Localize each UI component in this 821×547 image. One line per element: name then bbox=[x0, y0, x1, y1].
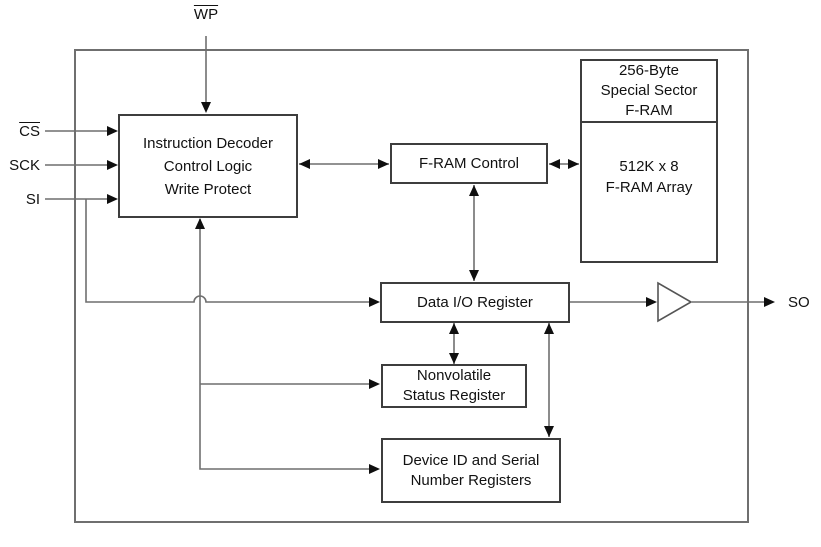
block-text-line: F-RAM Control bbox=[418, 154, 519, 172]
wire-segments bbox=[45, 36, 766, 470]
sck-pin-label: SCK bbox=[9, 157, 40, 174]
block-text-line: Device ID and Serial bbox=[402, 451, 540, 469]
fram-array-block: 512K x 8 F-RAM Array bbox=[582, 123, 716, 198]
output-buffer-icon bbox=[657, 281, 693, 323]
block-text-line: 256-Byte bbox=[618, 62, 680, 79]
instruction-decoder-block: Instruction Decoder Control Logic Write … bbox=[118, 114, 298, 218]
block-text-line: 512K x 8 bbox=[619, 158, 679, 175]
block-text-line: Number Registers bbox=[410, 471, 532, 489]
si-pin-label: SI bbox=[25, 191, 40, 208]
fram-control-block: F-RAM Control bbox=[390, 143, 548, 184]
block-text-line: Data I/O Register bbox=[417, 293, 533, 311]
block-text-line: Control Logic bbox=[163, 157, 253, 175]
block-text-line: Special Sector bbox=[600, 82, 698, 99]
block-text-line: Write Protect bbox=[164, 180, 252, 198]
cs-pin-label: CS bbox=[19, 123, 40, 140]
special-sector-fram-block: 256-Byte Special Sector F-RAM bbox=[582, 61, 716, 123]
fram-memory-block: 256-Byte Special Sector F-RAM 512K x 8 F… bbox=[580, 59, 718, 263]
block-text-line: Nonvolatile bbox=[416, 367, 492, 384]
block-text-line: Status Register bbox=[402, 387, 506, 404]
so-pin-label: SO bbox=[788, 294, 810, 311]
nonvolatile-status-register-block: Nonvolatile Status Register bbox=[381, 364, 527, 408]
block-text-line: F-RAM bbox=[625, 102, 673, 119]
data-io-register-block: Data I/O Register bbox=[380, 282, 570, 323]
device-id-serial-number-block: Device ID and Serial Number Registers bbox=[381, 438, 561, 503]
arrowhead-icons bbox=[107, 102, 775, 474]
wp-pin-label: WP bbox=[193, 6, 219, 23]
block-text-line: F-RAM Array bbox=[605, 179, 693, 196]
block-text-line: Instruction Decoder bbox=[142, 134, 274, 152]
